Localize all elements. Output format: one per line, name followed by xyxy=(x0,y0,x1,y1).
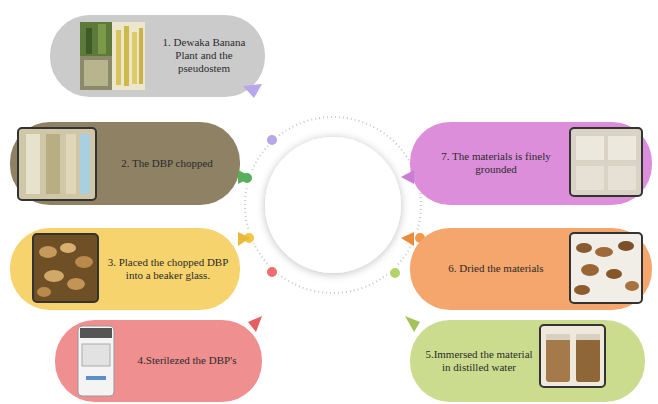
text-area: 4.Sterilezed the DBP's xyxy=(123,354,251,367)
text-area: 6. Dried the materials xyxy=(426,262,566,275)
text-area: 5.Immersed the material in distilled wat… xyxy=(422,348,536,374)
step-label: 1. Dewaka Banana Plant and the pseudoste… xyxy=(150,36,258,76)
photo-dried-material xyxy=(570,233,642,303)
photo-ground-powder xyxy=(570,128,642,196)
step-bubble: 1. Dewaka Banana Plant and the pseudoste… xyxy=(50,15,265,97)
text-area: 2. The DBP chopped xyxy=(102,157,232,170)
photo-chopped-dbp xyxy=(18,128,96,200)
step-bubble: 2. The DBP chopped xyxy=(10,122,240,205)
center-circle xyxy=(265,137,401,273)
ring-dots xyxy=(241,134,426,279)
photo-jars xyxy=(540,325,605,387)
text-area: 7. The materials is finely grounded xyxy=(426,150,566,176)
photo-beaker xyxy=(33,234,98,302)
step-bubble: 5.Immersed the material in distilled wat… xyxy=(410,320,645,402)
step-label: 7. The materials is finely grounded xyxy=(426,150,566,176)
step-label: 2. The DBP chopped xyxy=(102,157,232,170)
step-label: 5.Immersed the material in distilled wat… xyxy=(422,348,536,374)
dotted-ring xyxy=(245,117,421,293)
step-label: 4.Sterilezed the DBP's xyxy=(123,354,251,367)
step-label: 3. Placed the chopped DBP into a beaker … xyxy=(103,256,233,282)
text-area: 3. Placed the chopped DBP into a beaker … xyxy=(103,256,233,282)
bubble-tails xyxy=(238,84,420,332)
step-bubble: 7. The materials is finely grounded xyxy=(410,122,652,205)
step-bubble: 3. Placed the chopped DBP into a beaker … xyxy=(10,228,240,310)
photo-sterilizer xyxy=(78,326,114,396)
step-bubble: 4.Sterilezed the DBP's xyxy=(55,320,262,402)
photo-banana-plant xyxy=(80,22,145,90)
step-bubble: 6. Dried the materials xyxy=(410,228,652,310)
text-area: 1. Dewaka Banana Plant and the pseudoste… xyxy=(150,36,258,76)
step-label: 6. Dried the materials xyxy=(426,262,566,275)
